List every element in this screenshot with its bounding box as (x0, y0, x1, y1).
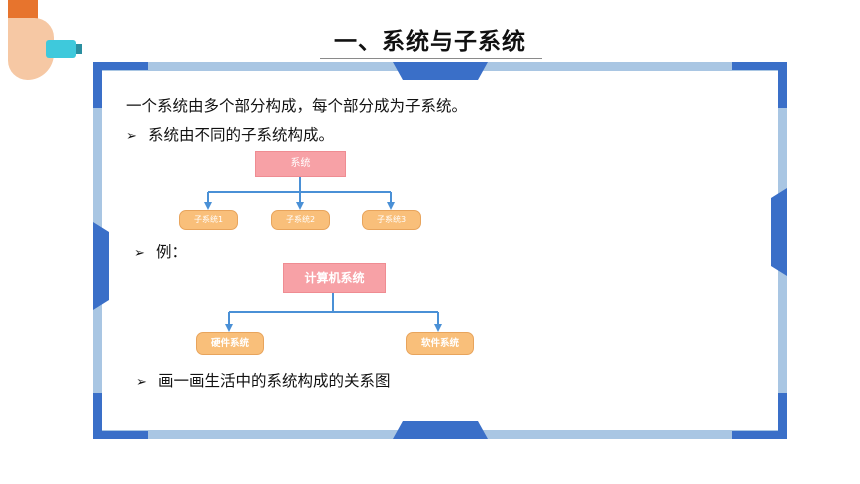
usb-drive-icon (46, 40, 76, 58)
sleeve-cuff-decoration (8, 0, 38, 22)
arrow-right-icon: ➢ (134, 246, 145, 261)
top-center-tab (393, 62, 488, 80)
board-panel (102, 71, 778, 430)
diagram-1-child-3: 子系统3 (362, 210, 421, 230)
bullet-example: ➢ 例： (134, 240, 187, 262)
arrow-right-icon: ➢ (136, 375, 147, 390)
corner-bracket-bottom-left (93, 393, 148, 439)
diagram-2-root: 计算机系统 (283, 263, 386, 293)
arrow-right-icon: ➢ (126, 129, 137, 144)
bullet-text: 系统由不同的子系统构成。 (148, 126, 335, 144)
corner-bracket-bottom-right (732, 393, 787, 439)
example-label: 例： (156, 243, 188, 261)
diagram-2-child-hardware: 硬件系统 (196, 332, 264, 355)
page-title: 一、系统与子系统 (334, 29, 526, 55)
corner-bracket-top-right (732, 62, 787, 108)
bullet-draw-task: ➢ 画一画生活中的系统构成的关系图 (136, 369, 391, 391)
diagram-1-child-1: 子系统1 (179, 210, 238, 230)
usb-connector-icon (76, 44, 82, 54)
bottom-center-tab (393, 421, 488, 439)
left-side-tab (93, 222, 109, 310)
diagram-2-child-software: 软件系统 (406, 332, 474, 355)
bullet-systems-composition: ➢ 系统由不同的子系统构成。 (126, 123, 334, 145)
right-side-tab (771, 188, 787, 276)
title-underline (320, 58, 542, 59)
corner-bracket-top-left (93, 62, 148, 108)
bullet-text: 画一画生活中的系统构成的关系图 (158, 372, 391, 390)
intro-text: 一个系统由多个部分构成，每个部分成为子系统。 (126, 97, 468, 115)
diagram-1-root: 系统 (255, 151, 346, 177)
diagram-1-child-2: 子系统2 (271, 210, 330, 230)
